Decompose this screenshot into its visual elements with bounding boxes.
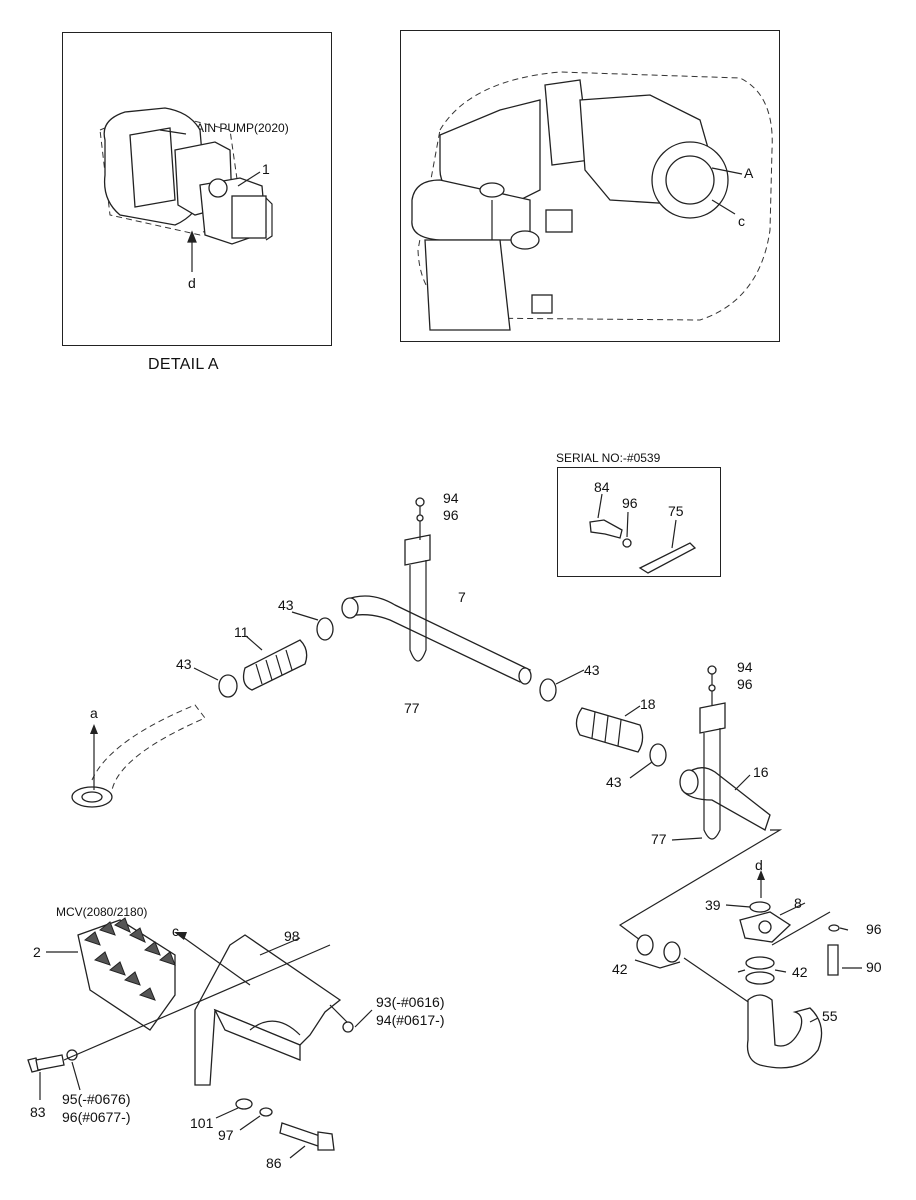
callout-77-a: 77 — [404, 700, 420, 716]
callout-39: 39 — [705, 897, 721, 913]
callout-2: 2 — [33, 944, 41, 960]
serial-box — [557, 467, 721, 577]
callout-43-d: 43 — [606, 774, 622, 790]
main-pump-illustration — [99, 107, 273, 272]
serial-title: SERIAL NO:-#0539 — [556, 451, 661, 465]
pipe-16 — [618, 665, 783, 941]
callout-83: 83 — [30, 1104, 46, 1120]
callout-101: 101 — [190, 1115, 214, 1131]
callout-93: 93(-#0616) — [376, 994, 445, 1010]
callout-94-right: 94 — [737, 659, 753, 675]
callout-84: 84 — [594, 479, 610, 495]
callout-95: 95(-#0676) — [62, 1091, 131, 1107]
pipe-7 — [341, 497, 532, 685]
callout-75: 75 — [668, 503, 684, 519]
callout-1: 1 — [262, 161, 270, 177]
callout-18: 18 — [640, 696, 656, 712]
callout-43-b: 43 — [176, 656, 192, 672]
callout-94-top: 94 — [443, 490, 459, 506]
callout-96-serial: 96 — [622, 495, 638, 511]
callout-16: 16 — [753, 764, 769, 780]
bracket-98 — [174, 932, 373, 1086]
callout-94-nut: 94(#0617-) — [376, 1012, 445, 1028]
callout-55: 55 — [822, 1008, 838, 1024]
callout-90: 90 — [866, 959, 882, 975]
callout-77-b: 77 — [651, 831, 667, 847]
suction-inlet — [71, 704, 206, 808]
callout-A: A — [744, 165, 754, 181]
mcv-valve — [46, 917, 176, 1031]
callout-7: 7 — [458, 589, 466, 605]
callout-96-bolt: 96 — [866, 921, 882, 937]
callout-c-arrow: c — [172, 923, 179, 939]
callout-c-machine: c — [738, 213, 745, 229]
callout-8: 8 — [794, 895, 802, 911]
callout-42-left: 42 — [612, 961, 628, 977]
callout-86: 86 — [266, 1155, 282, 1171]
callout-43-c: 43 — [584, 662, 600, 678]
mounting-bolts — [27, 944, 335, 1159]
mcv-label: MCV(2080/2180) — [56, 905, 148, 919]
machine-illustration — [411, 71, 773, 331]
callout-11: 11 — [234, 624, 249, 640]
callout-42-right: 42 — [792, 964, 808, 980]
callout-43-a: 43 — [278, 597, 294, 613]
callout-d-detail: d — [188, 275, 196, 291]
detail-a-caption: DETAIL A — [148, 356, 219, 373]
serial-box-parts — [589, 493, 697, 574]
callout-96-washer: 96(#0677-) — [62, 1109, 131, 1125]
callout-96-right: 96 — [737, 676, 753, 692]
callout-96-top: 96 — [443, 507, 459, 523]
callout-97: 97 — [218, 1127, 234, 1143]
callout-a-arrow: a — [90, 705, 98, 721]
hose-18-and-clamps — [539, 669, 667, 779]
main-pump-label: MAIN PUMP(2020) — [186, 121, 289, 135]
outlet-flange-assembly — [634, 870, 862, 1069]
callout-d-arrow: d — [755, 857, 763, 873]
hose-11-and-clamps — [193, 611, 334, 698]
